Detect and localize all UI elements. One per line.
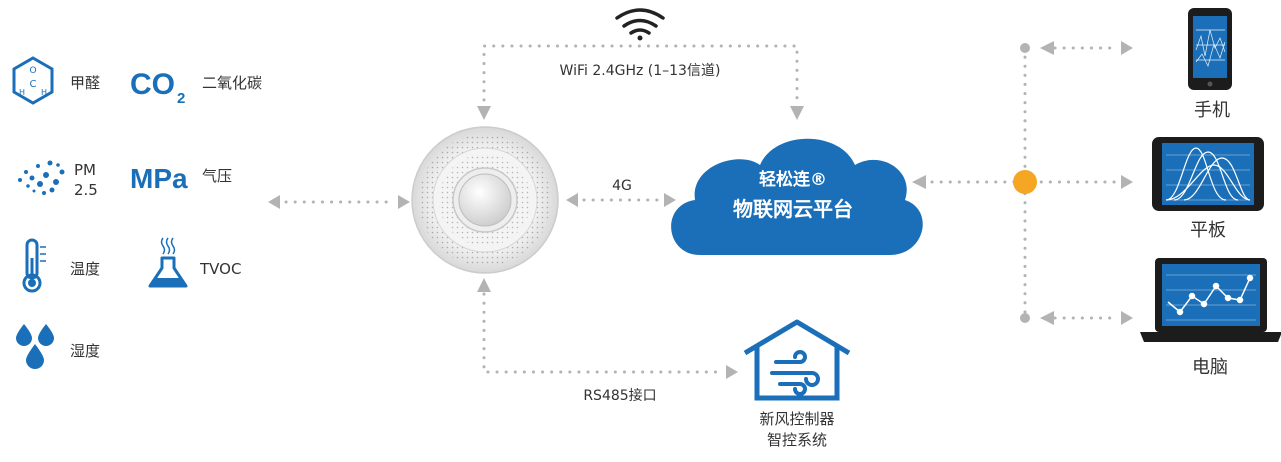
pm-label-line1: PM	[74, 161, 96, 179]
wifi-label: WiFi 2.4GHz (1–13信道)	[560, 63, 721, 79]
phone-icon	[1188, 8, 1232, 90]
svg-text:H: H	[41, 88, 47, 97]
rs485-label: RS485接口	[583, 387, 656, 404]
tvoc-label: TVOC	[199, 260, 241, 278]
water-drops-icon	[16, 324, 54, 369]
cloud-platform	[671, 138, 923, 255]
controller-label-line2: 智控系统	[767, 431, 827, 449]
co2-symbol: CO	[130, 68, 175, 101]
cloud-subtitle: 物联网云平台	[733, 197, 853, 221]
bus-node-top	[1020, 43, 1030, 53]
flask-icon	[148, 237, 188, 288]
wifi-link-line	[482, 44, 799, 102]
temperature-label: 温度	[70, 260, 100, 278]
co2-subscript: 2	[177, 90, 185, 107]
arrowheads	[268, 41, 1133, 379]
cloud-title: 轻松连®	[759, 169, 827, 190]
pressure-label: 气压	[202, 167, 232, 185]
computer-label: 电脑	[1192, 357, 1228, 378]
tablet-label: 平板	[1190, 220, 1226, 241]
bus-node-bottom	[1020, 313, 1030, 323]
house-icon	[743, 319, 851, 401]
hub-node	[1013, 170, 1037, 194]
pm-label-line2: 2.5	[74, 181, 98, 199]
cellular-label: 4G	[612, 178, 632, 194]
sensor-device	[411, 126, 559, 274]
svg-text:H: H	[19, 88, 25, 97]
formaldehyde-label: 甲醛	[70, 74, 100, 92]
mpa-symbol: MPa	[130, 163, 188, 194]
tablet-icon	[1152, 137, 1264, 211]
thermometer-icon	[22, 238, 46, 293]
phone-label: 手机	[1194, 100, 1230, 121]
formaldehyde-icon: O C H H	[12, 56, 54, 105]
svg-text:C: C	[30, 79, 37, 90]
svg-text:O: O	[29, 66, 36, 76]
wifi-icon	[615, 8, 665, 41]
humidity-label: 湿度	[70, 342, 100, 360]
rs485-link-line	[482, 292, 724, 374]
pm25-icon	[18, 160, 65, 195]
controller-label-line1: 新风控制器	[759, 410, 834, 428]
co2-label: 二氧化碳	[202, 74, 262, 92]
laptop-icon	[1140, 258, 1281, 342]
